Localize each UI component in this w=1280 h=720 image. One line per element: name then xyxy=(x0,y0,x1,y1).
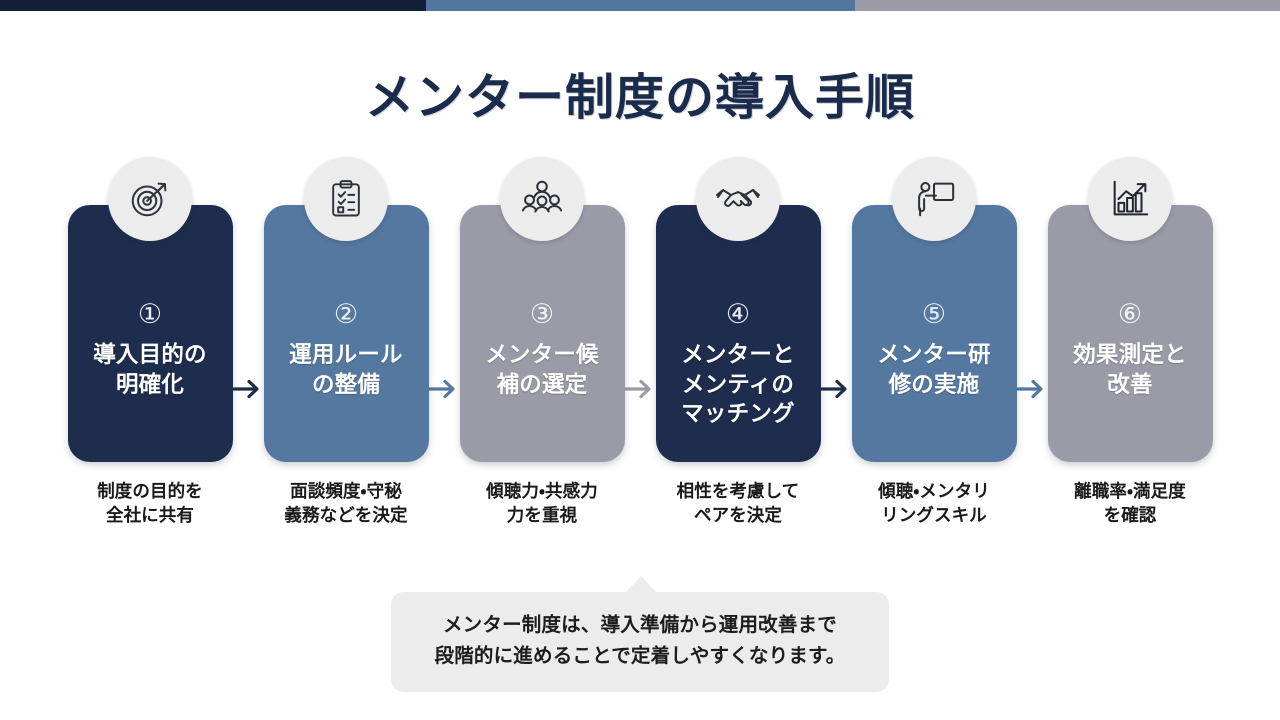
process-step-3[interactable]: ③ メンター候補の選定傾聴力・共感力力を重視 xyxy=(459,157,625,527)
step-number-3: ③ xyxy=(529,299,555,329)
process-step-1[interactable]: ① 導入目的の明確化制度の目的を全社に共有 xyxy=(67,157,233,527)
step-caption-line: 面談頻度・守秘 xyxy=(290,481,402,501)
step-title-line: の整備 xyxy=(311,371,381,397)
step-title-line: 導入目的の xyxy=(93,342,207,367)
arrow-1-to-2 xyxy=(233,205,264,462)
step-title-line: メンター候 xyxy=(485,342,599,367)
step-title-line: メンターと xyxy=(681,342,795,367)
step-caption-line: 相性を考慮して xyxy=(676,481,800,501)
step-number-4: ④ xyxy=(725,299,751,329)
step-title-5: メンター研修の実施 xyxy=(871,340,997,399)
step-title-line: メンティの xyxy=(681,371,795,397)
step-caption-1: 制度の目的を全社に共有 xyxy=(97,479,203,527)
arrow-3-to-4 xyxy=(625,205,656,462)
step-caption-line: リングスキル xyxy=(881,505,987,526)
accent-segment-navy xyxy=(0,0,426,11)
callout-line-1: メンター制度は、導入準備から運用改善まで xyxy=(442,614,837,636)
step-number-1: ① xyxy=(137,299,163,329)
step-title-6: 効果測定と改善 xyxy=(1067,340,1193,399)
callout-pointer-icon xyxy=(625,576,656,592)
step-caption-6: 離職率・満足度を確認 xyxy=(1074,479,1186,527)
process-step-4[interactable]: ④ メンターとメンティのマッチング相性を考慮してペアを決定 xyxy=(655,157,821,527)
step-title-line: 明確化 xyxy=(115,371,185,397)
step-card-4[interactable]: ④ メンターとメンティのマッチング xyxy=(655,157,821,462)
step-title-line: 改善 xyxy=(1107,371,1153,397)
page-title: メンター制度の導入手順 xyxy=(364,71,915,125)
step-number-5: ⑤ xyxy=(921,299,947,329)
step-title-line: 補の選定 xyxy=(496,371,588,397)
step-card-3[interactable]: ③ メンター候補の選定 xyxy=(459,157,625,462)
accent-segment-steel xyxy=(426,0,855,11)
step-title-line: マッチング xyxy=(681,401,795,427)
step-caption-line: 力を重視 xyxy=(506,505,578,526)
step-caption-line: 傾聴力・共感力 xyxy=(486,481,598,501)
step-card-2[interactable]: ② 運用ルールの整備 xyxy=(263,157,429,462)
step-caption-3: 傾聴力・共感力力を重視 xyxy=(486,479,598,527)
process-step-5[interactable]: ⑤ メンター研修の実施傾聴・メンタリリングスキル xyxy=(851,157,1017,527)
presenter-whiteboard-icon xyxy=(892,157,976,241)
step-caption-4: 相性を考慮してペアを決定 xyxy=(677,479,800,527)
summary-callout-wrapper: メンター制度は、導入準備から運用改善まで 段階的に進めることで定着しやすくなりま… xyxy=(0,576,1280,692)
clipboard-checklist-icon xyxy=(304,157,388,241)
step-caption-line: を確認 xyxy=(1103,505,1157,526)
step-card-5[interactable]: ⑤ メンター研修の実施 xyxy=(851,157,1017,462)
process-step-6[interactable]: ⑥ 効果測定と改善離職率・満足度を確認 xyxy=(1047,157,1213,527)
callout-line-2: 段階的に進めることで定着しやすくなります。 xyxy=(434,644,846,667)
summary-callout: メンター制度は、導入準備から運用改善まで 段階的に進めることで定着しやすくなりま… xyxy=(390,592,890,692)
step-caption-line: 離職率・満足度 xyxy=(1074,481,1186,501)
step-caption-line: 傾聴・メンタリ xyxy=(878,481,990,501)
step-caption-2: 面談頻度・守秘義務などを決定 xyxy=(284,479,407,527)
step-caption-line: ペアを決定 xyxy=(694,505,782,526)
process-step-2[interactable]: ② 運用ルールの整備面談頻度・守秘義務などを決定 xyxy=(263,157,429,527)
step-caption-line: 制度の目的を xyxy=(97,481,203,501)
step-title-1: 導入目的の明確化 xyxy=(87,340,213,399)
step-title-line: メンター研 xyxy=(877,342,991,367)
step-card-1[interactable]: ① 導入目的の明確化 xyxy=(67,157,233,462)
step-number-6: ⑥ xyxy=(1117,299,1143,329)
process-flow: ① 導入目的の明確化制度の目的を全社に共有 ② 運用ルールの整備面談頻度・守秘義務な… xyxy=(0,157,1280,527)
bar-chart-growth-icon xyxy=(1088,157,1172,241)
step-caption-5: 傾聴・メンタリリングスキル xyxy=(878,479,990,527)
step-caption-line: 義務などを決定 xyxy=(284,505,408,526)
step-title-line: 運用ルール xyxy=(289,342,403,367)
step-title-line: 効果測定と xyxy=(1073,342,1187,367)
target-icon xyxy=(108,157,192,241)
people-group-icon xyxy=(500,157,584,241)
arrow-5-to-6 xyxy=(1017,205,1048,462)
arrow-2-to-3 xyxy=(429,205,460,462)
handshake-icon xyxy=(696,157,780,241)
step-title-2: 運用ルールの整備 xyxy=(283,340,409,399)
step-caption-line: 全社に共有 xyxy=(105,505,194,526)
arrow-4-to-5 xyxy=(821,205,852,462)
step-number-2: ② xyxy=(333,299,359,329)
accent-segment-gray xyxy=(855,0,1280,11)
step-title-3: メンター候補の選定 xyxy=(479,340,605,399)
step-title-4: メンターとメンティのマッチング xyxy=(675,340,801,429)
step-card-6[interactable]: ⑥ 効果測定と改善 xyxy=(1047,157,1213,462)
step-title-line: 修の実施 xyxy=(888,371,980,397)
top-accent-bar xyxy=(0,0,1280,11)
